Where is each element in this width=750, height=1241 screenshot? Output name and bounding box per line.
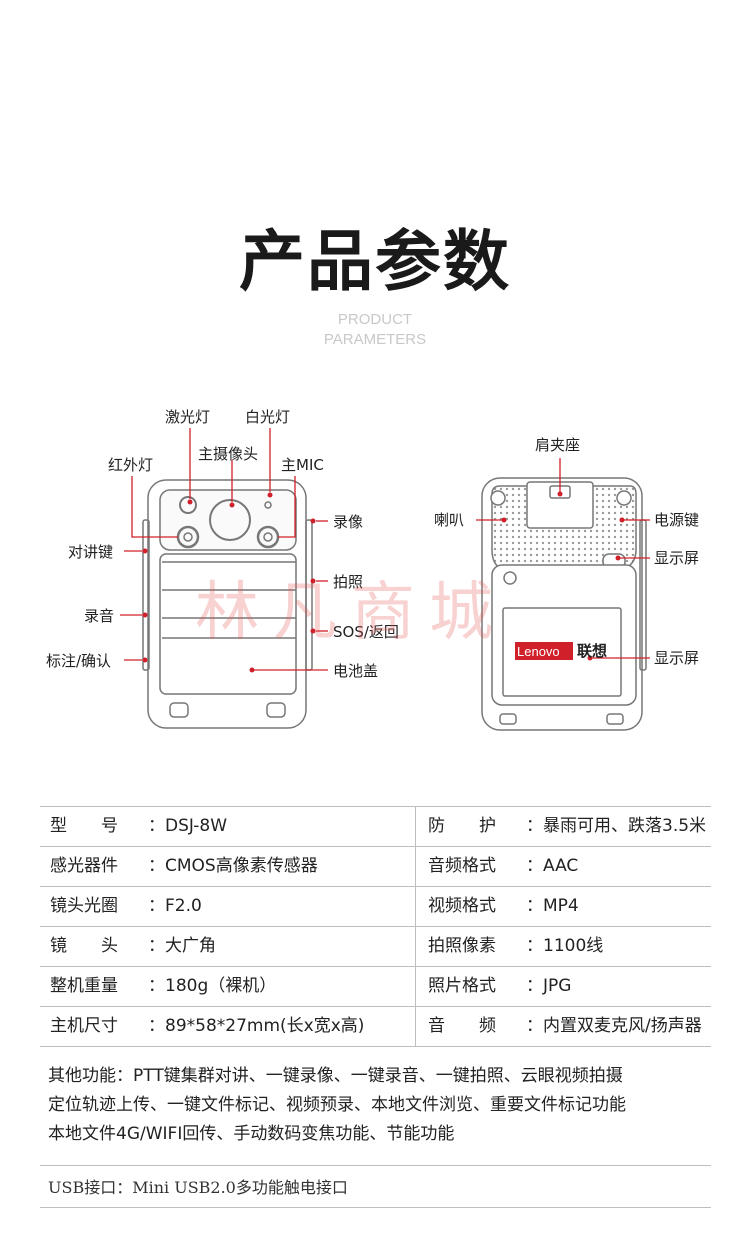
spec-value: 1100线 — [543, 936, 604, 956]
usb-info: USB接口：Mini USB2.0多功能触电接口 — [48, 1178, 348, 1197]
table-row: 型 号：DSJ-8W 防 护：暴雨可用、跌落3.5米 — [40, 806, 711, 847]
back-leaders — [476, 458, 650, 659]
spec-value: F2.0 — [165, 896, 202, 916]
table-row: 镜头光圈：F2.0 视频格式：MP4 — [40, 887, 711, 927]
spec-key: 镜 头 — [50, 936, 118, 956]
spec-value: 180g（裸机） — [165, 976, 277, 996]
spec-value: 大广角 — [165, 936, 216, 956]
page-title: 产品参数 — [239, 223, 511, 300]
label-infrared-light: 红外灯 — [108, 456, 154, 474]
spec-key: 视频格式 — [428, 896, 496, 916]
label-white-light: 白光灯 — [245, 408, 291, 426]
label-display-bottom: 显示屏 — [654, 649, 700, 667]
spec-key: 整机重量 — [50, 976, 118, 996]
product-diagram — [120, 428, 650, 731]
spec-key: 感光器件 — [50, 856, 118, 876]
label-display-top: 显示屏 — [654, 549, 700, 567]
spec-value: CMOS高像素传感器 — [165, 856, 318, 876]
spec-value: 暴雨可用、跌落3.5米 — [543, 816, 707, 836]
spec-key: 型 号 — [50, 816, 118, 836]
label-talk-key: 对讲键 — [68, 543, 114, 561]
table-row: 感光器件：CMOS高像素传感器 音频格式：AAC — [40, 847, 711, 887]
back-device — [481, 477, 647, 731]
brand-en: Lenovo — [517, 644, 560, 659]
other-functions-line1: 其他功能：PTT键集群对讲、一键录像、一键录音、一键拍照、云眼视频拍摄 — [48, 1066, 623, 1086]
divider — [40, 1165, 711, 1166]
page-subtitle-line1: PRODUCT — [337, 311, 413, 328]
spec-key: 防 护 — [428, 816, 496, 836]
spec-key: 照片格式 — [428, 976, 496, 996]
spec-key: 镜头光圈 — [50, 896, 118, 916]
label-shoulder-clip: 肩夹座 — [535, 436, 581, 454]
spec-value: AAC — [543, 856, 579, 876]
label-speaker: 喇叭 — [434, 511, 465, 529]
spec-key: 主机尺寸 — [50, 1016, 118, 1036]
table-row: 整机重量：180g（裸机） 照片格式：JPG — [40, 967, 711, 1007]
label-photo: 拍照 — [333, 573, 364, 591]
label-main-camera: 主摄像头 — [198, 445, 259, 463]
spec-value: 89*58*27mm(长x宽x高) — [165, 1016, 365, 1036]
table-row: 镜 头：大广角 拍照像素：1100线 — [40, 927, 711, 967]
page-subtitle-line2: PARAMETERS — [323, 331, 427, 348]
label-laser-light: 激光灯 — [165, 408, 211, 426]
spec-key: 音频格式 — [428, 856, 496, 876]
lenovo-logo — [515, 642, 573, 660]
spec-value: 内置双麦克风/扬声器 — [543, 1016, 702, 1036]
label-record-video: 录像 — [333, 513, 364, 531]
brand-cn: 联想 — [577, 642, 608, 660]
spec-key: 拍照像素 — [428, 936, 496, 956]
front-device — [142, 479, 313, 729]
other-functions-line3: 本地文件4G/WIFI回传、手动数码变焦功能、节能功能 — [48, 1124, 455, 1144]
spec-key: 音 频 — [428, 1016, 496, 1036]
spec-value: JPG — [543, 976, 572, 996]
divider — [40, 1207, 711, 1208]
other-functions-line2: 定位轨迹上传、一键文件标记、视频预录、本地文件浏览、重要文件标记功能 — [48, 1095, 626, 1115]
label-main-mic: 主MIC — [281, 456, 324, 474]
back-leader-dots — [501, 491, 625, 661]
label-power-key: 电源键 — [654, 511, 700, 529]
spec-value: MP4 — [543, 896, 579, 916]
label-record-audio: 录音 — [84, 607, 115, 625]
label-battery-cover: 电池盖 — [333, 662, 379, 680]
other-functions: 其他功能：PTT键集群对讲、一键录像、一键录音、一键拍照、云眼视频拍摄 定位轨迹… — [48, 1062, 718, 1149]
front-leader-dots — [142, 492, 316, 673]
specs-table: 型 号：DSJ-8W 防 护：暴雨可用、跌落3.5米 感光器件：CMOS高像素传… — [40, 806, 711, 1047]
front-leaders — [120, 428, 328, 671]
table-row: 主机尺寸：89*58*27mm(长x宽x高) 音 频：内置双麦克风/扬声器 — [40, 1007, 711, 1047]
label-sos-back: SOS/返回 — [333, 623, 399, 641]
label-mark-confirm: 标注/确认 — [46, 652, 112, 670]
spec-value: DSJ-8W — [165, 816, 228, 836]
